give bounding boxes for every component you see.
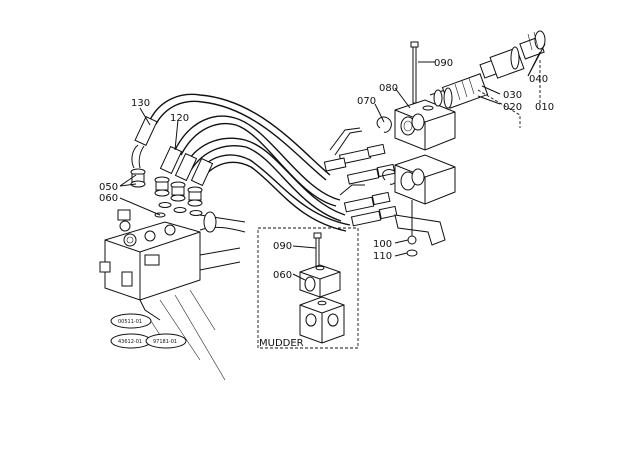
block-080-lower bbox=[394, 154, 456, 205]
hose-fittings-left bbox=[130, 116, 214, 218]
leader-lines bbox=[119, 43, 546, 257]
actuator bbox=[429, 30, 546, 128]
label-110: 110 bbox=[373, 251, 392, 262]
label-060-inset: 060 bbox=[273, 270, 292, 281]
label-100: 100 bbox=[373, 239, 392, 250]
label-020: 020 bbox=[503, 102, 522, 113]
inset-box bbox=[257, 227, 359, 349]
reference-notes bbox=[110, 313, 187, 349]
note-3: 97181-01 bbox=[153, 339, 177, 345]
label-120: 120 bbox=[170, 113, 189, 124]
bracket bbox=[394, 200, 446, 257]
label-090-top: 090 bbox=[434, 58, 453, 69]
label-070: 070 bbox=[357, 96, 376, 107]
hoses bbox=[149, 93, 351, 232]
bolt-090 bbox=[410, 41, 428, 104]
label-030: 030 bbox=[503, 90, 522, 101]
label-010: 010 bbox=[535, 102, 554, 113]
note-2: 43612-01 bbox=[118, 339, 142, 345]
label-050: 050 bbox=[99, 182, 118, 193]
note-1: 00511-01 bbox=[118, 319, 142, 325]
part-labels: 130 120 050 060 090 080 070 040 030 020 … bbox=[99, 58, 554, 349]
label-090-inset: 090 bbox=[273, 241, 292, 252]
inset-title: MUDDER bbox=[259, 338, 304, 349]
label-080: 080 bbox=[379, 83, 398, 94]
label-060-left: 060 bbox=[99, 193, 118, 204]
middle-fittings bbox=[323, 116, 398, 227]
label-040: 040 bbox=[529, 74, 548, 85]
label-130: 130 bbox=[131, 98, 150, 109]
block-080-upper bbox=[394, 99, 456, 151]
valve-block bbox=[99, 209, 246, 381]
